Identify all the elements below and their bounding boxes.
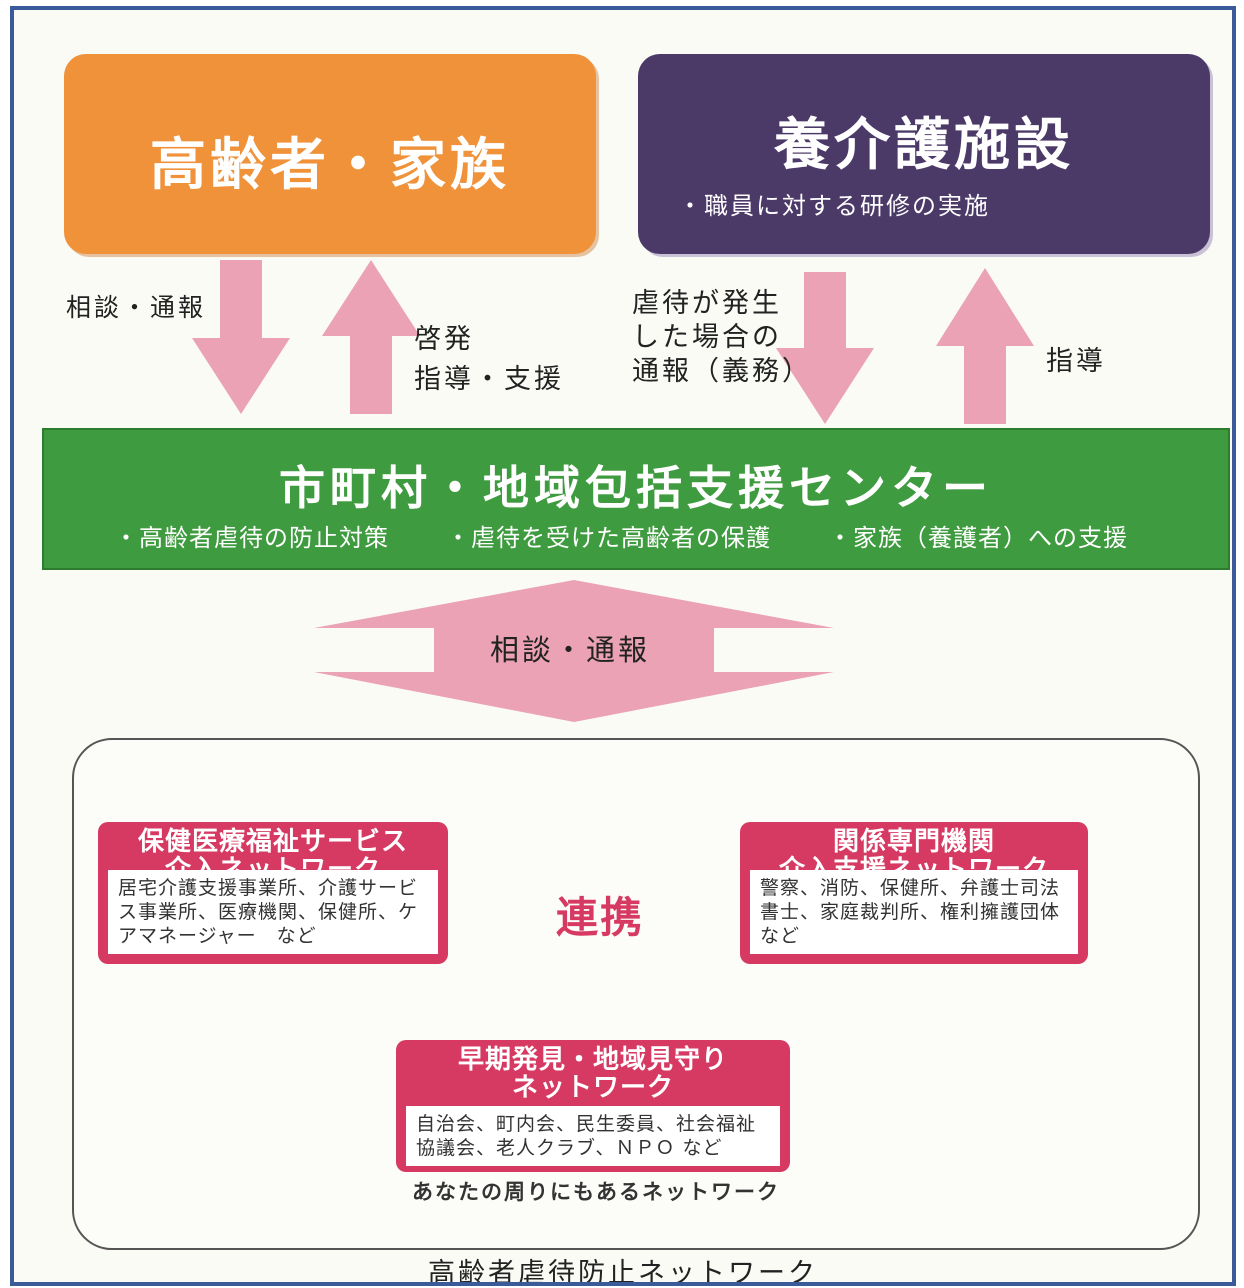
arrow-up-center-facility [936, 268, 1034, 424]
facility-title: 養介護施設 [774, 113, 1074, 178]
agencies-members: 警察、消防、保健所、弁護士司法書士、家庭裁判所、権利擁護団体 など [750, 870, 1079, 954]
label-facility-to-center-1: 虐待が発生 [632, 288, 782, 319]
arrow-updown-network [314, 580, 834, 722]
center-role-2: ・虐待を受けた高齢者の保護 [446, 524, 771, 552]
family-title: 高齢者・家族 [150, 133, 510, 198]
agencies-network-node: 関係専門機関 介入支援ネットワーク 警察、消防、保健所、弁護士司法書士、家庭裁判… [740, 822, 1088, 964]
facility-node: 養介護施設 ・職員に対する研修の実施 [638, 54, 1210, 254]
community-network-node: 早期発見・地域見守り ネットワーク 自治会、町内会、民生委員、社会福祉協議会、老… [396, 1040, 790, 1172]
center-role-3: ・家族（養護者）への支援 [828, 524, 1128, 552]
community-title-1: 早期発見・地域見守り [457, 1045, 728, 1075]
diagram-caption: 高齢者虐待防止ネットワーク [428, 1258, 818, 1286]
center-role-1: ・高齢者虐待の防止対策 [114, 524, 389, 552]
label-network-center: 相談・通報 [490, 633, 651, 667]
arrow-down-family-center [192, 260, 290, 414]
label-facility-to-center-3: 通報（義務） [632, 356, 812, 387]
center-node: 市町村・地域包括支援センター ・高齢者虐待の防止対策 ・虐待を受けた高齢者の保護… [42, 428, 1230, 570]
network-tagline: あなたの周りにもあるネットワーク [412, 1180, 780, 1204]
facility-note: ・職員に対する研修の実施 [678, 192, 990, 220]
label-center-to-family-1: 啓発 [414, 324, 474, 355]
collaboration-badge: 連携 [555, 893, 644, 942]
center-title: 市町村・地域包括支援センター [279, 461, 993, 515]
health-title-1: 保健医療福祉サービス [137, 827, 408, 857]
label-center-to-family-2: 指導・支援 [414, 364, 564, 395]
arrow-up-center-family [322, 260, 420, 414]
label-facility-to-center-2: した場合の [632, 322, 782, 353]
label-family-to-center: 相談・通報 [66, 293, 207, 322]
diagram-frame: 高齢者・家族 養介護施設 ・職員に対する研修の実施 相談・通報 啓発 指導・支援… [10, 6, 1236, 1286]
health-members: 居宅介護支援事業所、介護サービス事業所、医療機関、保健所、ケアマネージャー など [108, 870, 438, 954]
network-container: あなたの周りにもあるネットワーク [72, 738, 1200, 1250]
family-node: 高齢者・家族 [64, 54, 596, 254]
label-center-to-facility: 指導 [1046, 346, 1106, 377]
community-title-2: ネットワーク [511, 1073, 674, 1103]
agencies-title-1: 関係専門機関 [832, 827, 995, 857]
community-members: 自治会、町内会、民生委員、社会福祉協議会、老人クラブ、ＮＰＯ など [406, 1106, 780, 1166]
health-network-node: 保健医療福祉サービス 介入ネットワーク 居宅介護支援事業所、介護サービス事業所、… [98, 822, 448, 964]
arrow-down-facility-center [776, 272, 874, 424]
